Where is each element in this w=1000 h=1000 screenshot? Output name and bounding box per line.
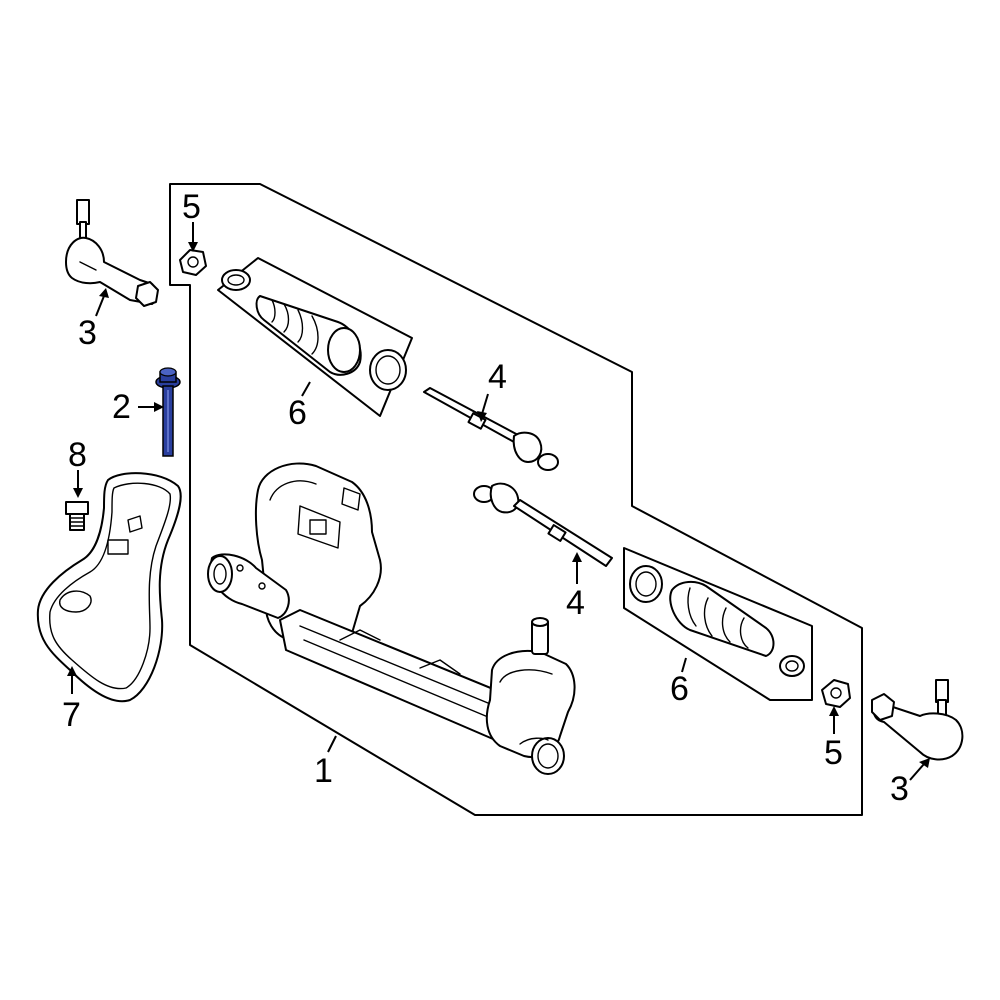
boot-kit-lower[interactable] xyxy=(629,565,805,677)
callout-4-upper: 4 xyxy=(488,358,507,396)
callout-5-lower: 5 xyxy=(824,734,843,772)
nut-lower[interactable] xyxy=(821,679,851,708)
boot-kit-upper[interactable] xyxy=(221,269,407,391)
callout-7: 7 xyxy=(62,696,81,734)
callout-5-upper: 5 xyxy=(182,188,201,226)
callout-6-lower: 6 xyxy=(670,670,689,708)
callout-4-lower: 4 xyxy=(566,584,585,622)
callout-3-lower: 3 xyxy=(890,770,909,808)
leader-arrows xyxy=(67,222,930,781)
callout-2: 2 xyxy=(112,388,131,426)
tie-rod-end-lower[interactable] xyxy=(871,679,964,761)
boot-kit-box-upper xyxy=(217,257,413,417)
heat-shield[interactable] xyxy=(36,472,182,703)
callout-3-upper: 3 xyxy=(78,314,97,352)
bolt-highlighted[interactable] xyxy=(155,367,181,457)
inner-tie-rod-lower[interactable] xyxy=(473,482,613,567)
callout-1: 1 xyxy=(314,752,333,790)
small-bolt[interactable] xyxy=(65,501,89,531)
boot-kit-box-lower xyxy=(623,547,813,701)
inner-tie-rod-upper[interactable] xyxy=(423,387,559,471)
callout-8: 8 xyxy=(68,436,87,474)
nut-upper[interactable] xyxy=(179,249,207,276)
assembly-boundary xyxy=(169,183,863,816)
steering-gear-assembly[interactable] xyxy=(207,462,576,775)
callout-6-upper: 6 xyxy=(288,394,307,432)
tie-rod-end-upper[interactable] xyxy=(65,199,159,307)
